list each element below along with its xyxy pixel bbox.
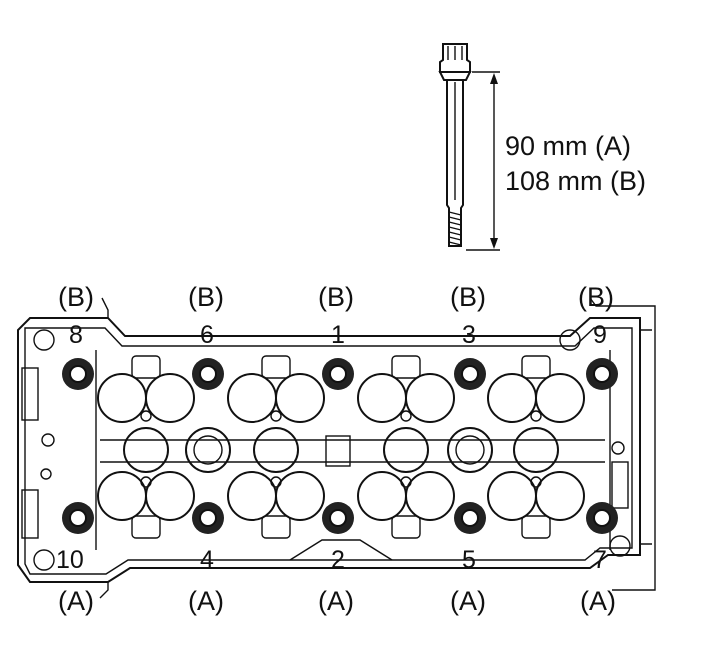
head-bolts — [62, 358, 618, 534]
dimension-arrow-up — [490, 73, 498, 84]
top-sequence-numbers: 8 6 1 3 9 — [69, 321, 607, 349]
top-label-b: (B) — [450, 282, 486, 312]
left-dowel-hole — [33, 549, 55, 571]
right-side-port — [611, 461, 629, 509]
cylinder-2 — [227, 355, 325, 539]
bottom-label-a: (A) — [188, 586, 224, 616]
spark-plug-boss — [447, 427, 493, 473]
bolt-shank — [446, 80, 464, 247]
bolt-10 — [62, 502, 94, 534]
sequence-number: 9 — [593, 321, 607, 349]
bolt-4 — [192, 502, 224, 534]
bolt-2 — [322, 502, 354, 534]
cylinder-4 — [487, 355, 585, 539]
bolt-8 — [62, 358, 94, 390]
sequence-number: 5 — [462, 546, 476, 574]
bottom-label-a: (A) — [318, 586, 354, 616]
bolt-1 — [322, 358, 354, 390]
sequence-number: 8 — [69, 321, 83, 349]
cylinder-3 — [357, 355, 455, 539]
right-dowel-hole — [559, 329, 581, 351]
top-label-b: (B) — [318, 282, 354, 312]
label-leaders — [99, 297, 612, 599]
sequence-number: 7 — [593, 546, 607, 574]
bolt-flange — [438, 71, 472, 81]
bolt-illustration: 90 mm (A) 108 mm (B) — [438, 43, 646, 251]
left-dowel-hole — [33, 329, 55, 351]
bottom-bolt-type-labels: (A) (A) (A) (A) (A) — [58, 586, 616, 616]
top-label-b: (B) — [188, 282, 224, 312]
bottom-label-a: (A) — [580, 586, 616, 616]
spark-plug-boss — [185, 427, 231, 473]
bolt-thread — [448, 211, 462, 246]
cylinder-head-outline — [17, 305, 656, 591]
length-dimension — [466, 71, 500, 251]
top-label-b: (B) — [58, 282, 94, 312]
sequence-number: 6 — [200, 321, 214, 349]
bottom-label-a: (A) — [450, 586, 486, 616]
cylinder-1 — [97, 355, 195, 539]
bottom-sequence-numbers: 10 4 2 5 7 — [56, 546, 607, 574]
top-label-b: (B) — [578, 282, 614, 312]
sequence-number: 3 — [462, 321, 476, 349]
sequence-number: 4 — [200, 546, 214, 574]
bottom-label-a: (A) — [58, 586, 94, 616]
sequence-number: 2 — [331, 546, 345, 574]
top-bolt-type-labels: (B) (B) (B) (B) (B) — [58, 282, 614, 312]
center-block — [325, 435, 351, 467]
left-side-port — [21, 489, 39, 539]
left-side-port — [21, 367, 39, 421]
sequence-number: 10 — [56, 546, 84, 574]
length-a-label: 90 mm (A) — [505, 131, 631, 161]
bolt-3 — [454, 358, 486, 390]
sequence-number: 1 — [331, 321, 345, 349]
length-b-label: 108 mm (B) — [505, 166, 646, 196]
right-dowel-hole — [609, 535, 631, 557]
dimension-arrow-down — [490, 238, 498, 249]
bolt-6 — [192, 358, 224, 390]
bolt-7 — [586, 502, 618, 534]
bolt-5 — [454, 502, 486, 534]
bolt-9 — [586, 358, 618, 390]
